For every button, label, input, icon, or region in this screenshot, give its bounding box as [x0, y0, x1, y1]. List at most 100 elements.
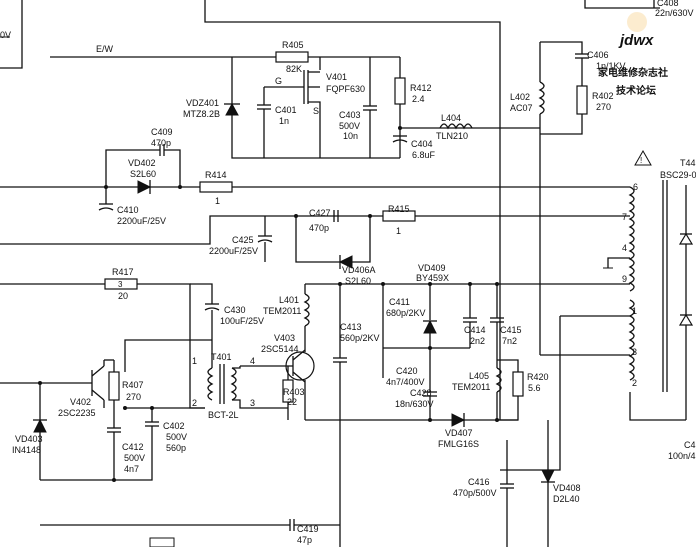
r415-label: R415: [388, 204, 410, 214]
r403-value: 22: [287, 397, 297, 407]
vd409-label: VD409: [418, 263, 446, 273]
v403-label: V403: [274, 333, 295, 343]
c403-label: C403: [339, 110, 361, 120]
l402-inductor: L402 AC07: [510, 42, 545, 355]
c428-label: C428: [410, 388, 432, 398]
t401-transformer: T401 BCT-2L 1 2 3 4: [192, 340, 288, 420]
c416-value: 470p/500V: [453, 488, 497, 498]
rail-7-wire: [0, 215, 630, 245]
svg-text:!: !: [640, 156, 642, 165]
c427-capacitor: C427 470p: [295, 208, 339, 263]
t401-pin3: 3: [250, 398, 255, 408]
c406-capacitor: C406 1n/1KV: [540, 41, 626, 86]
r417-resistor: R417 3 20: [104, 267, 138, 301]
c412-capacitor: C412 500V 4n7: [40, 427, 145, 481]
c430-capacitor: C430 100uF/25V: [190, 283, 264, 340]
l404-inductor: L404 TLN210: [436, 113, 473, 141]
t401-top-wire: [124, 339, 212, 372]
c415-capacitor: C415 7n2: [490, 284, 522, 346]
g-label: G: [275, 76, 282, 86]
watermark-line1: 家电维修杂志社: [598, 66, 668, 79]
r414-resistor: R414 1: [199, 170, 233, 206]
t401-label: T401: [211, 352, 232, 362]
c425-capacitor: C425 2200uF/25V: [209, 216, 273, 262]
c430-value: 100uF/25V: [220, 316, 264, 326]
c420-value: 4n7/400V: [386, 377, 425, 387]
r403-label: R403: [283, 387, 305, 397]
r402-value: 270: [596, 102, 611, 112]
l401-label: L401: [279, 295, 299, 305]
c402-value2: 560p: [166, 443, 186, 453]
c416-label: C416: [468, 477, 490, 487]
c408-label: C408: [657, 0, 679, 8]
v403-value: 2SC5144: [261, 344, 299, 354]
ew-label: E/W: [96, 44, 114, 54]
vd402-label: VD402: [128, 158, 156, 168]
t44-pin2: 2: [632, 378, 637, 388]
c412-value1: 500V: [124, 453, 145, 463]
t401-pin4: 4: [250, 356, 255, 366]
r402-label: R402: [592, 91, 614, 101]
l404-label: L404: [441, 113, 461, 123]
c403-value1: 500V: [339, 121, 360, 131]
vd407-value: FMLG16S: [438, 439, 479, 449]
c413-value: 560p/2KV: [340, 333, 380, 343]
r420-label: R420: [527, 372, 549, 382]
vd409-value: BY459X: [416, 273, 449, 283]
r414-label: R414: [205, 170, 227, 180]
c428-value: 18n/630V: [395, 399, 434, 409]
r402-resistor: R402 270: [540, 85, 614, 135]
c4-label: C4: [684, 440, 696, 450]
s-label: S: [313, 106, 319, 116]
l405-value: TEM2011: [452, 382, 490, 392]
vd402-diode: VD402 S2L60: [128, 158, 156, 194]
left-top-voltage-label: 0V: [0, 30, 11, 40]
c411-value: 680p/2KV: [386, 308, 426, 318]
watermark-logo: jdwx: [618, 32, 654, 49]
v401-label: V401: [326, 72, 347, 82]
l401-value: TEM2011: [263, 306, 301, 316]
c402-value1: 500V: [166, 432, 187, 442]
t44-transformer: ! T44 BSC29-0 6 7 4 9 1 3 2: [603, 149, 696, 420]
vd408-value: D2L40: [553, 494, 580, 504]
l404-value: TLN210: [436, 131, 468, 141]
c419-value: 47p: [297, 535, 312, 545]
c401-label: C401: [275, 105, 297, 115]
c425-value: 2200uF/25V: [209, 246, 258, 256]
r405-value: 82K: [286, 64, 302, 74]
r417-wire: [0, 283, 205, 409]
c401-capacitor: C401 1n: [257, 87, 297, 158]
v402-transistor: V402 2SC2235: [0, 360, 105, 418]
r407-label: R407: [122, 380, 144, 390]
c412-label: C412: [122, 442, 144, 452]
r405-resistor: R405 82K: [231, 40, 400, 159]
l405-label: L405: [469, 371, 489, 381]
r412-value: 2.4: [412, 94, 425, 104]
c419-capacitor: C419 47p: [40, 519, 340, 545]
l401-inductor: L401 TEM2011: [263, 284, 310, 345]
c403-value2: 10n: [343, 131, 358, 141]
c419-label: C419: [297, 524, 319, 534]
c4-value: 100n/4: [668, 451, 696, 461]
bottom-connector: [149, 537, 175, 547]
vd403-diode: VD403 IN4148: [12, 383, 47, 480]
top-left-partial-box: 0V: [0, 0, 23, 69]
r407-value: 270: [126, 392, 141, 402]
c414-label: C414: [464, 325, 486, 335]
c427-label: C427: [309, 208, 331, 218]
c415-label: C415: [500, 325, 522, 335]
t44-pin7: 7: [622, 212, 627, 222]
c409-value: 470p: [151, 138, 171, 148]
r417-pin: 3: [118, 280, 123, 289]
right-return-wire: [500, 316, 561, 471]
c4-capacitor: C4 100n/4: [668, 440, 696, 461]
c409-capacitor: C409 470p: [105, 127, 181, 187]
t44-pin1: 1: [632, 306, 637, 316]
c412-value2: 4n7: [124, 464, 139, 474]
v401-mosfet: G V401 FQPF630 S: [264, 57, 365, 158]
c406-label: C406: [587, 50, 609, 60]
c413-capacitor: C413 560p/2KV: [333, 284, 380, 420]
c409-label: C409: [151, 127, 173, 137]
l402-label: L402: [510, 92, 530, 102]
c401-value: 1n: [279, 116, 289, 126]
